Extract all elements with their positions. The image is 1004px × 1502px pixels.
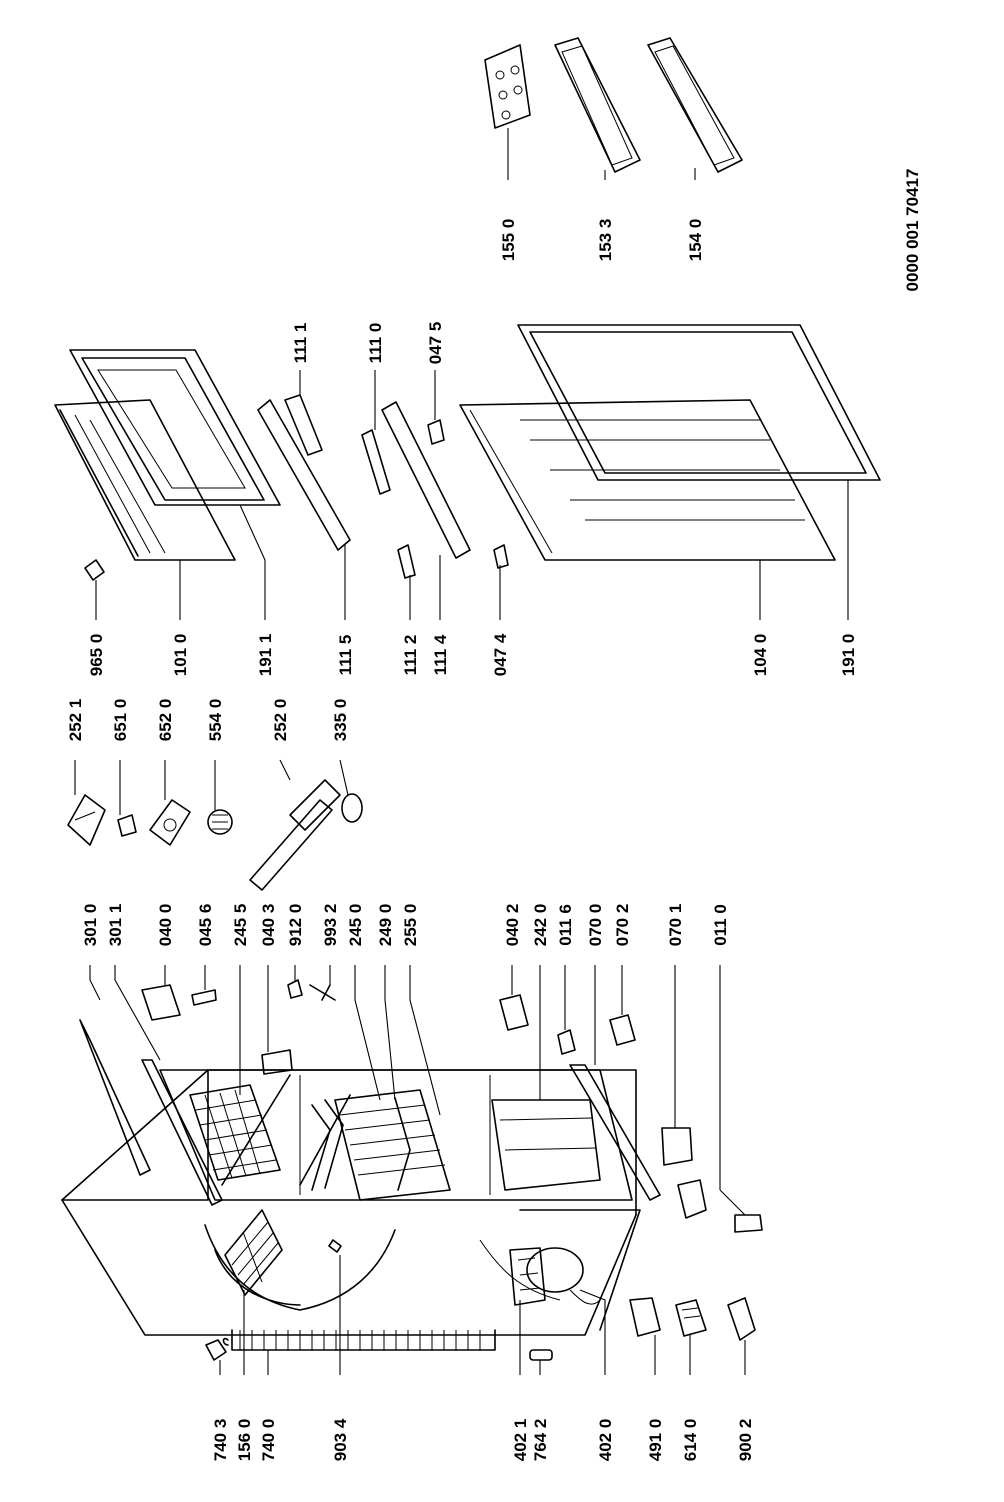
label-154-0: 154 0 <box>686 219 705 262</box>
part-labels: 740 3 156 0 740 0 903 4 402 1 764 2 402 … <box>66 219 858 1462</box>
compressor <box>509 1247 601 1306</box>
label-614-0: 614 0 <box>681 1419 700 1462</box>
label-255-0: 255 0 <box>401 904 420 947</box>
label-402-0: 402 0 <box>596 1419 615 1462</box>
handles-and-rails <box>257 394 509 579</box>
label-191-0: 191 0 <box>839 634 858 677</box>
freezer-door <box>54 349 281 581</box>
label-070-2: 070 2 <box>613 904 632 947</box>
label-491-0: 491 0 <box>646 1419 665 1462</box>
label-011-6: 011 6 <box>556 904 575 946</box>
freezer-shelf-grid <box>189 1084 281 1181</box>
cabinet-body <box>61 1069 641 1336</box>
fridge-door <box>459 324 881 561</box>
label-554-0: 554 0 <box>206 699 225 742</box>
label-111-5: 111 5 <box>336 635 355 676</box>
label-153-3: 153 3 <box>596 219 615 262</box>
label-912-0: 912 0 <box>286 904 305 947</box>
label-040-0: 040 0 <box>156 904 175 947</box>
label-993-2: 993 2 <box>321 904 340 947</box>
label-111-0: 111 0 <box>366 323 385 364</box>
label-651-0: 651 0 <box>111 699 130 742</box>
label-070-0: 070 0 <box>586 904 605 947</box>
label-101-0: 101 0 <box>171 634 190 677</box>
label-155-0: 155 0 <box>499 219 518 262</box>
label-764-2: 764 2 <box>531 1419 550 1462</box>
thermostat-group <box>67 779 363 891</box>
label-156-0: 156 0 <box>235 1419 254 1462</box>
small-parts-left <box>141 979 763 1361</box>
label-740-3: 740 3 <box>211 1419 230 1462</box>
label-965-0: 965 0 <box>87 634 106 677</box>
door-shelves <box>484 37 743 173</box>
label-047-5: 047 5 <box>426 322 445 365</box>
fridge-shelves <box>311 1089 601 1201</box>
label-111-4: 111 4 <box>431 634 450 675</box>
label-047-4: 047 4 <box>491 633 510 676</box>
label-252-0: 252 0 <box>271 699 290 742</box>
label-335-0: 335 0 <box>331 699 350 742</box>
label-301-1: 301 1 <box>106 904 125 947</box>
label-111-1: 111 1 <box>291 323 310 364</box>
label-070-1: 070 1 <box>666 904 685 947</box>
label-900-2: 900 2 <box>736 1419 755 1462</box>
condenser-grille <box>222 1329 496 1351</box>
ice-tray <box>224 1209 283 1296</box>
label-045-6: 045 6 <box>196 904 215 947</box>
label-402-1: 402 1 <box>511 1419 530 1462</box>
label-040-3: 040 3 <box>259 904 278 947</box>
label-242-0: 242 0 <box>531 904 550 947</box>
label-252-1: 252 1 <box>66 699 85 742</box>
label-191-1: 191 1 <box>256 634 275 677</box>
label-104-0: 104 0 <box>751 634 770 677</box>
label-249-0: 249 0 <box>376 904 395 947</box>
label-903-4: 903 4 <box>331 1418 350 1461</box>
drawing-reference-number: 0000 001 70417 <box>903 169 922 292</box>
label-301-0: 301 0 <box>81 904 100 947</box>
label-111-2: 111 2 <box>401 635 420 676</box>
label-245-0: 245 0 <box>346 904 365 947</box>
label-652-0: 652 0 <box>156 699 175 742</box>
label-011-0: 011 0 <box>711 904 730 946</box>
label-040-2: 040 2 <box>503 904 522 947</box>
label-740-0: 740 0 <box>259 1419 278 1462</box>
label-245-5: 245 5 <box>231 904 250 947</box>
leader-lines <box>74 128 849 1375</box>
cabinet-strips <box>79 1019 661 1206</box>
